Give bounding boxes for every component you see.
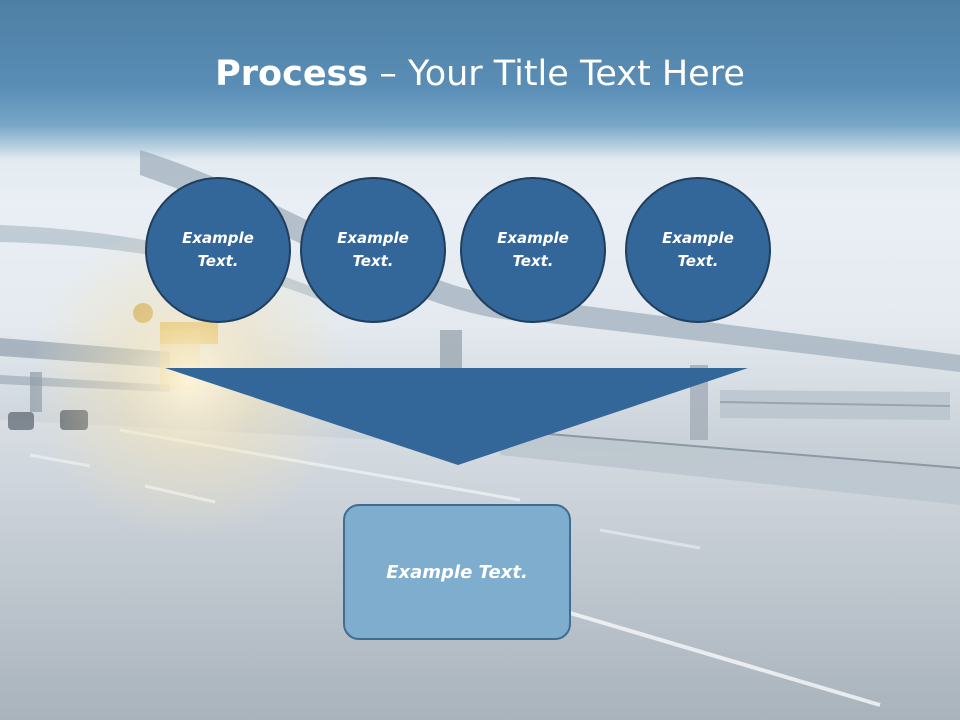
process-step-label: Example Text.: [662, 229, 734, 270]
process-step-label: Example Text.: [182, 229, 254, 270]
result-box-label: Example Text.: [386, 561, 528, 583]
result-box[interactable]: Example Text.: [343, 504, 571, 640]
slide-title: Process – Your Title Text Here: [0, 52, 960, 96]
title-bold-word: Process: [215, 54, 369, 94]
process-step-circle-3[interactable]: Example Text.: [460, 177, 606, 323]
process-step-circle-2[interactable]: Example Text.: [300, 177, 446, 323]
title-rest: – Your Title Text Here: [368, 54, 745, 94]
process-step-circle-1[interactable]: Example Text.: [145, 177, 291, 323]
title-band: [0, 0, 960, 160]
process-step-label: Example Text.: [497, 229, 569, 270]
process-step-label: Example Text.: [337, 229, 409, 270]
process-step-circle-4[interactable]: Example Text.: [625, 177, 771, 323]
